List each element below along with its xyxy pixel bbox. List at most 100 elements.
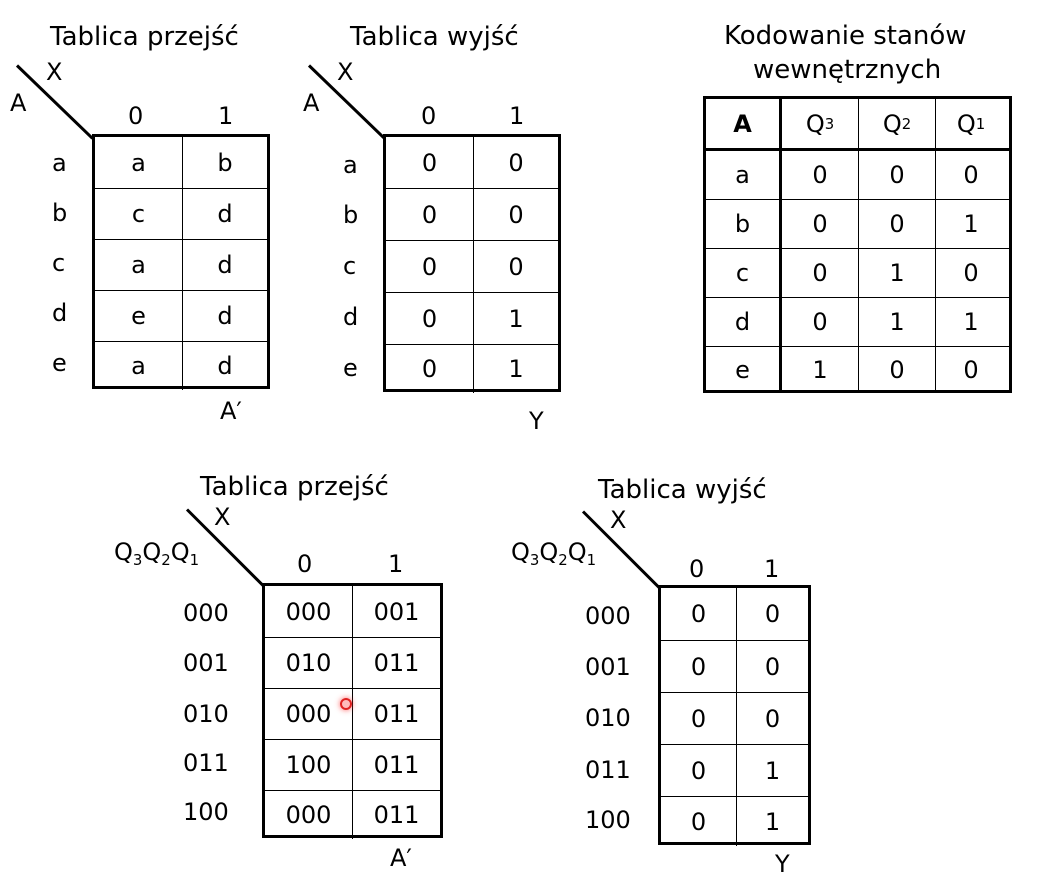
table-cell: 0 xyxy=(963,161,979,189)
top-output-corner-a: A xyxy=(303,89,320,117)
table-cell: 0 xyxy=(764,652,781,681)
table-cell: 011 xyxy=(373,649,420,677)
encoding-state: e xyxy=(706,347,782,393)
bottom-transition-row-label: 001 xyxy=(183,649,229,677)
top-transition-row-label: c xyxy=(52,249,66,277)
top-transition-row-label: a xyxy=(52,149,67,177)
top-output-footer: Y xyxy=(529,407,544,435)
bottom-transition-corner-q: Q3Q2Q1 xyxy=(114,538,200,570)
table-cell: 0 xyxy=(859,347,936,393)
bottom-transition-col-1: 1 xyxy=(388,550,404,578)
table-cell: 1 xyxy=(963,308,979,336)
table-cell: 0 xyxy=(386,137,474,188)
bottom-output-corner-q: Q3Q2Q1 xyxy=(511,538,597,570)
encoding-header-state: A xyxy=(706,99,782,148)
table-cell: 1 xyxy=(508,355,524,383)
top-output-row-label: c xyxy=(343,252,357,280)
table-cell: 0 xyxy=(963,356,979,384)
top-output-row-label: e xyxy=(343,354,358,382)
encoding-state: b xyxy=(706,200,782,248)
top-output-title: Tablica wyjść xyxy=(350,22,519,52)
top-output-table: 0 0 0 0 0 0 0 1 0 1 xyxy=(383,134,561,393)
table-cell: 0 xyxy=(508,252,524,281)
bottom-output-row-label: 000 xyxy=(585,602,631,630)
table-cell: 100 xyxy=(265,740,353,790)
top-transition-table: a b c d a d e d a d xyxy=(92,134,270,390)
bottom-transition-row-label: 100 xyxy=(183,798,229,826)
table-cell: a xyxy=(95,137,183,188)
top-output-row-label: a xyxy=(343,151,358,179)
table-cell: 010 xyxy=(265,638,353,688)
bottom-transition-footer: A′ xyxy=(390,844,412,872)
bottom-output-title: Tablica wyjść xyxy=(598,475,767,505)
table-cell: 0 xyxy=(508,148,524,177)
table-cell: 011 xyxy=(373,751,420,779)
bottom-output-row-label: 100 xyxy=(585,806,631,834)
table-cell: 0 xyxy=(386,189,474,240)
top-transition-row-label: e xyxy=(52,349,67,377)
table-cell: 000 xyxy=(265,689,353,739)
table-cell: d xyxy=(217,302,233,330)
table-cell: 0 xyxy=(782,249,859,297)
top-output-col-1: 1 xyxy=(509,102,525,130)
table-cell: d xyxy=(217,200,233,228)
bottom-transition-table: 000 001 010 011 000 011 100 011 000 011 xyxy=(262,583,443,839)
table-cell: 1 xyxy=(859,249,936,297)
table-cell: 1 xyxy=(508,304,524,333)
table-cell: 0 xyxy=(764,600,781,628)
table-cell: d xyxy=(217,251,233,279)
table-cell: c xyxy=(95,189,183,239)
table-cell: d xyxy=(217,352,233,380)
bottom-transition-title: Tablica przejść xyxy=(200,472,389,502)
cursor-indicator xyxy=(340,698,352,710)
encoding-title-line2: wewnętrznych xyxy=(753,55,942,85)
bottom-transition-row-label: 010 xyxy=(183,700,229,728)
top-transition-col-0: 0 xyxy=(128,102,144,130)
bottom-output-corner-x: X xyxy=(610,506,627,534)
table-cell: 0 xyxy=(386,345,474,393)
encoding-state: a xyxy=(706,151,782,199)
table-cell: 0 xyxy=(859,200,936,248)
table-cell: 0 xyxy=(782,151,859,199)
table-cell: 0 xyxy=(661,641,737,692)
table-cell: 0 xyxy=(859,151,936,199)
table-cell: 011 xyxy=(373,700,420,728)
top-transition-row-label: b xyxy=(52,199,68,227)
table-cell: 0 xyxy=(782,298,859,346)
bottom-output-row-label: 001 xyxy=(585,653,631,681)
top-transition-corner-a: A xyxy=(10,89,27,117)
table-cell: 1 xyxy=(782,347,859,393)
bottom-output-row-label: 011 xyxy=(585,756,631,784)
table-cell: 001 xyxy=(373,597,420,626)
bottom-transition-row-label: 000 xyxy=(183,599,229,627)
table-cell: 1 xyxy=(963,210,979,238)
table-cell: 0 xyxy=(782,200,859,248)
bottom-output-row-label: 010 xyxy=(585,704,631,732)
table-cell: 000 xyxy=(265,791,353,839)
encoding-state: c xyxy=(706,249,782,297)
table-cell: 0 xyxy=(963,259,979,287)
table-cell: 011 xyxy=(373,801,420,829)
table-cell: 0 xyxy=(661,797,737,846)
encoding-state: d xyxy=(706,298,782,346)
top-transition-footer: A′ xyxy=(220,397,242,425)
top-transition-col-1: 1 xyxy=(218,102,234,130)
bottom-output-col-1: 1 xyxy=(764,555,780,583)
table-cell: 0 xyxy=(386,241,474,292)
bottom-output-col-0: 0 xyxy=(689,555,705,583)
table-cell: 0 xyxy=(386,293,474,344)
table-cell: 1 xyxy=(764,807,781,836)
table-cell: 0 xyxy=(661,745,737,796)
table-cell: b xyxy=(217,148,233,177)
table-cell: 1 xyxy=(764,756,781,785)
top-output-col-0: 0 xyxy=(421,102,437,130)
top-output-row-label: d xyxy=(343,303,359,331)
table-cell: 0 xyxy=(661,693,737,744)
bottom-transition-row-label: 011 xyxy=(183,749,229,777)
table-cell: e xyxy=(95,291,183,341)
top-output-corner-x: X xyxy=(337,58,354,86)
